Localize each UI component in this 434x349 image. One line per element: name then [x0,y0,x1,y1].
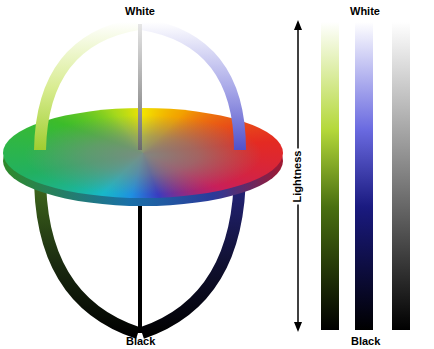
arrow-head [294,322,302,332]
gray-lightness-bar [392,22,410,330]
lightness-axis-top [138,24,142,150]
black-label: Black [126,335,155,348]
black-label: Black [351,335,380,348]
upper-left-band [40,24,138,150]
arrow-head [294,20,302,30]
white-label: White [350,5,380,18]
blue-lightness-bar [355,22,373,330]
white-label: White [125,5,155,18]
lightness-label: Lightness [290,149,305,205]
green-lightness-bar [321,22,339,330]
upper-right-band [142,24,240,150]
